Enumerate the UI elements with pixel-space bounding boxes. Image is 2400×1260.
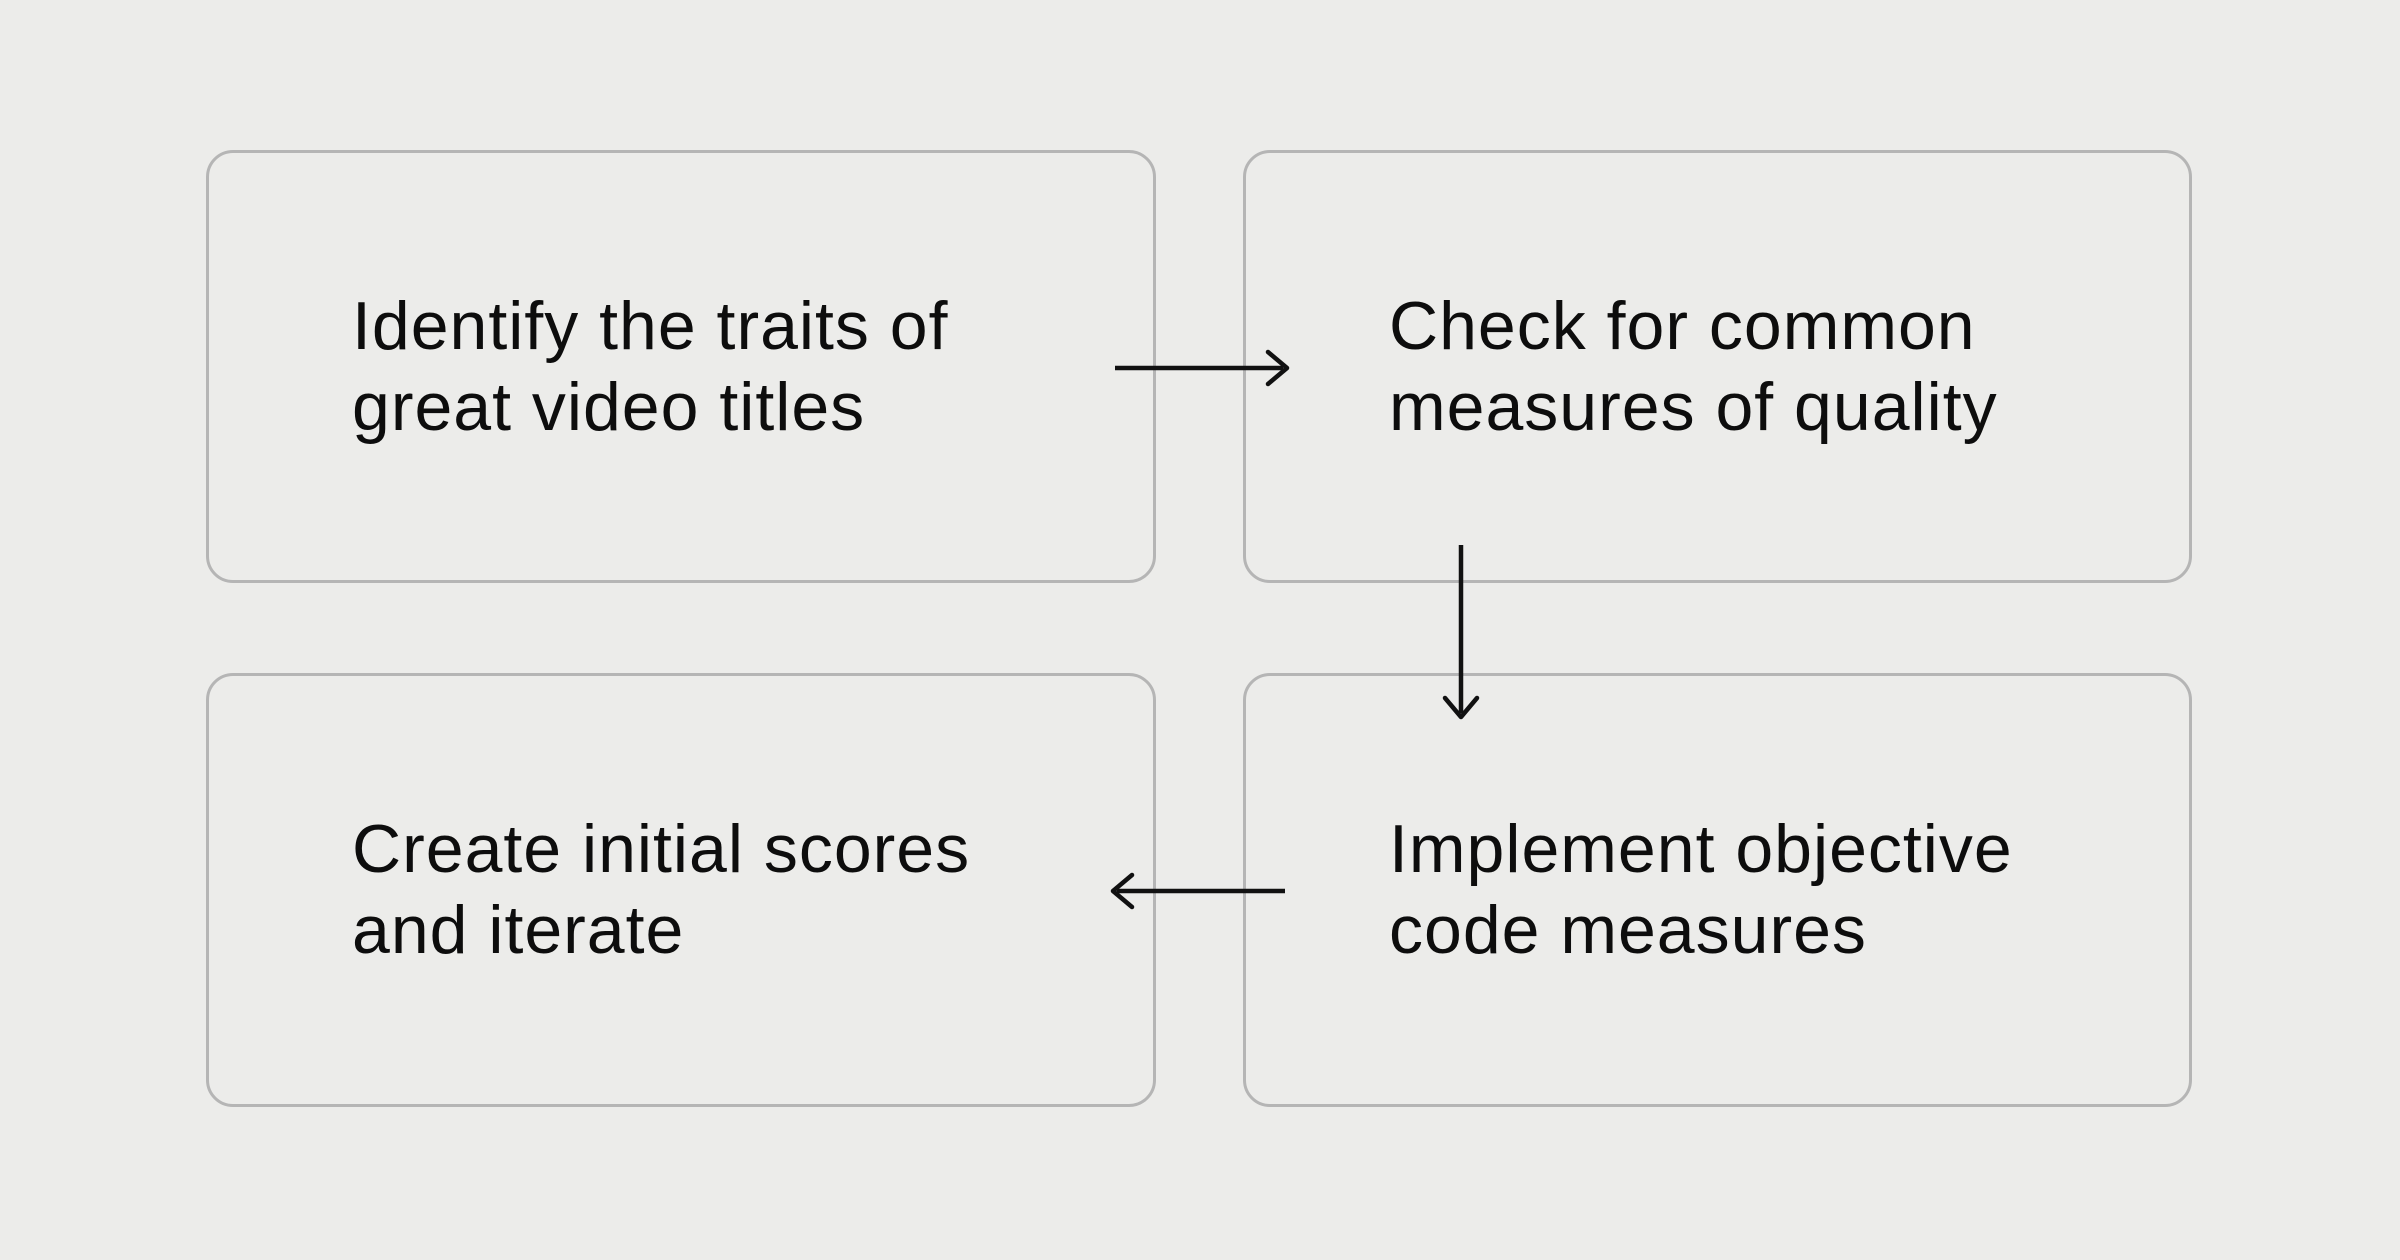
node-label-line: Create initial scores [352, 811, 971, 887]
node-label-line: Check for common [1389, 287, 1976, 364]
flowchart-node-check-quality: Check for common measures of quality [1243, 150, 2192, 583]
flowchart-node-create-scores: Create initial scores and iterate [206, 673, 1156, 1107]
flowchart-node-implement-measures: Implement objective code measures [1243, 673, 2192, 1107]
node-label-line: great video titles [352, 368, 866, 445]
node-label: Identify the traits of great video title… [352, 286, 1153, 448]
node-label-line: Identify the traits of [352, 287, 949, 364]
node-label-line: code measures [1389, 892, 1867, 968]
node-label: Create initial scores and iterate [352, 809, 1153, 971]
node-label-line: measures of quality [1389, 368, 1998, 445]
node-label: Check for common measures of quality [1389, 286, 2189, 448]
node-label-line: Implement objective [1389, 811, 2013, 887]
node-label: Implement objective code measures [1389, 809, 2189, 971]
node-label-line: and iterate [352, 892, 685, 968]
flowchart-node-identify-traits: Identify the traits of great video title… [206, 150, 1156, 583]
